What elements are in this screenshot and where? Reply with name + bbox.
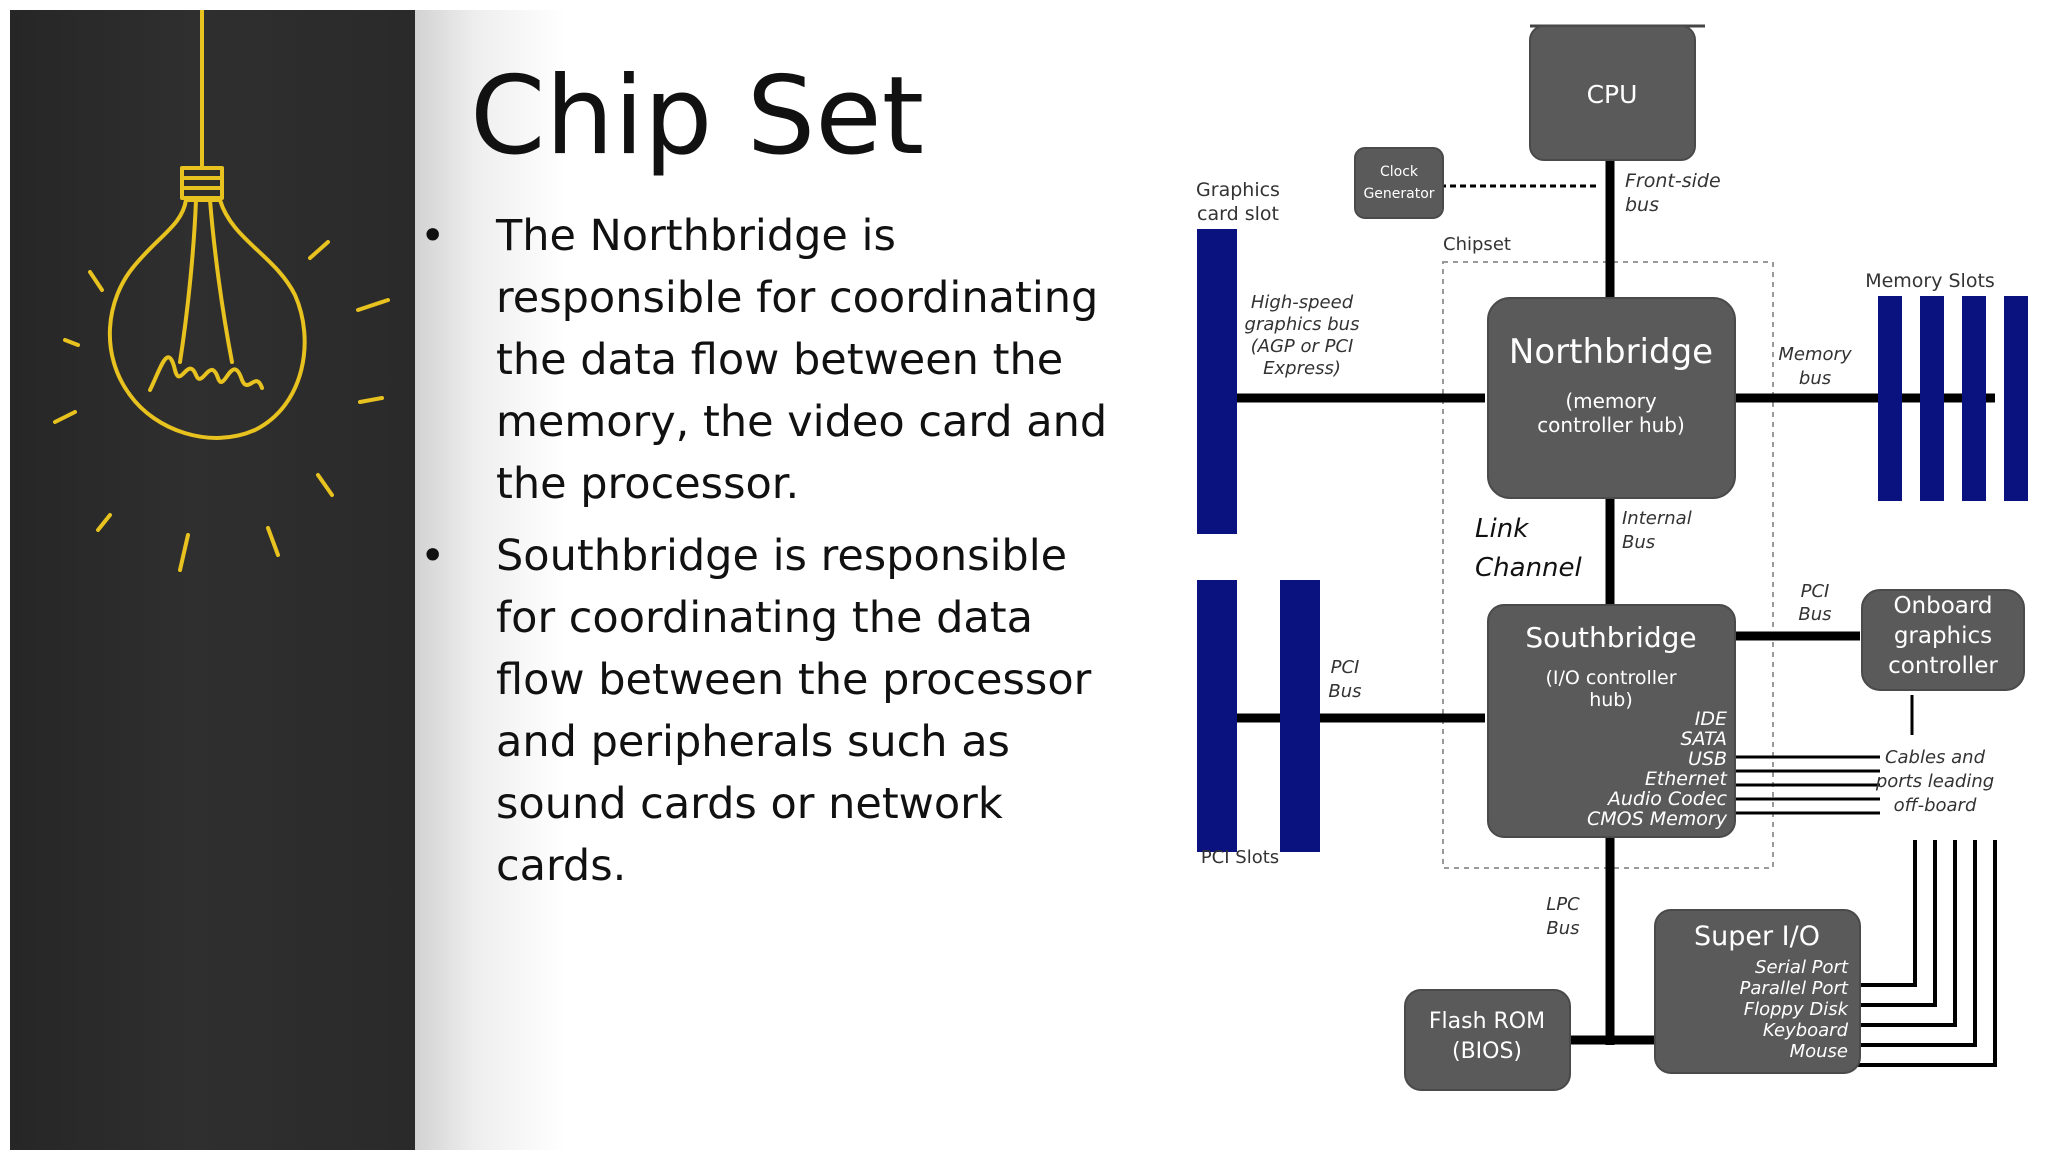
- onboard-label: controller: [1888, 653, 1998, 679]
- graphics-bus-label: High-speed: [1251, 292, 1354, 313]
- memory-bus-label: bus: [1799, 368, 1831, 389]
- internal-bus-label: Internal: [1622, 508, 1692, 529]
- northbridge-sub: controller hub): [1537, 413, 1685, 437]
- memory-slot: [2004, 296, 2028, 501]
- clock-label: Generator: [1363, 186, 1434, 202]
- cables-label: Cables and: [1885, 747, 1986, 768]
- graphics-card-slot: [1197, 229, 1237, 534]
- pci-bus-right-label: PCI: [1801, 581, 1830, 602]
- cables-label: ports leading: [1875, 771, 1994, 792]
- graphics-bus-labels: High-speed graphics bus (AGP or PCI Expr…: [1245, 292, 1360, 379]
- superio-port-list: Serial Port Parallel Port Floppy Disk Ke…: [1740, 957, 1850, 1062]
- pci-slot: [1280, 580, 1320, 852]
- graphics-bus-label: graphics bus: [1245, 314, 1360, 335]
- bullet-item: • Southbridge is responsible for coordin…: [420, 525, 1120, 897]
- bulb-ray: [316, 473, 334, 497]
- northbridge-box: [1487, 297, 1736, 499]
- memory-slot: [1920, 296, 1944, 501]
- onboard-label: graphics: [1894, 623, 1992, 649]
- pci-slot: [1197, 580, 1237, 852]
- graphics-bus-label: (AGP or PCI: [1251, 336, 1354, 357]
- bullet-list: • The Northbridge is responsible for coo…: [420, 205, 1120, 907]
- lpc-bus-label: LPC: [1546, 894, 1580, 915]
- superio-box: [1654, 909, 1861, 1074]
- link-channel-label: Link: [1475, 514, 1529, 544]
- graphics-bus-label: Express): [1263, 358, 1341, 379]
- front-side-bus-label: Front-side: [1625, 170, 1721, 192]
- internal-bus-label: Bus: [1622, 532, 1655, 553]
- bullet-item: • The Northbridge is responsible for coo…: [420, 205, 1120, 515]
- bulb-socket: [180, 166, 224, 200]
- lightbulb-icon: [53, 10, 390, 572]
- bulb-ray: [53, 410, 77, 424]
- superio-port: Keyboard: [1763, 1020, 1849, 1041]
- graphics-slot-label: Graphics: [1196, 179, 1280, 201]
- front-side-bus-label: bus: [1625, 194, 1659, 216]
- southbridge-cables: [1735, 755, 1880, 815]
- bulb-ray: [88, 270, 104, 292]
- southbridge-port: Audio Codec: [1606, 788, 1728, 810]
- southbridge-port: CMOS Memory: [1587, 808, 1728, 830]
- bulb-stems: [178, 198, 234, 364]
- superio-port: Serial Port: [1755, 957, 1849, 978]
- southbridge-sub: hub): [1589, 689, 1633, 711]
- northbridge-sub: (memory: [1565, 389, 1657, 413]
- link-channel-label: Channel: [1475, 553, 1583, 583]
- superio-cables: [1858, 840, 1997, 1067]
- memory-slots-label: Memory Slots: [1865, 270, 1995, 292]
- southbridge-port-list: IDE SATA USB Ethernet Audio Codec CMOS M…: [1587, 708, 1729, 830]
- southbridge-title: Southbridge: [1525, 621, 1696, 654]
- graphics-slot-label: card slot: [1197, 203, 1279, 225]
- panel-shadow: [415, 10, 565, 1150]
- southbridge-port: IDE: [1695, 708, 1727, 730]
- bulb-ray: [356, 298, 390, 312]
- southbridge-sub: (I/O controller: [1545, 667, 1676, 689]
- bulb-ray: [178, 533, 190, 572]
- bulb-glass: [107, 198, 307, 440]
- clock-label: Clock: [1380, 164, 1419, 180]
- onboard-graphics-box: [1861, 589, 2025, 691]
- cables-labels: Cables and ports leading off-board: [1875, 747, 1994, 816]
- onboard-label: Onboard: [1893, 593, 1992, 619]
- northbridge-title: Northbridge: [1509, 332, 1713, 372]
- memory-slot: [1962, 296, 1986, 501]
- southbridge-port: Ethernet: [1645, 768, 1729, 790]
- clock-generator-box: [1354, 147, 1444, 219]
- chalkboard-panel: [10, 10, 415, 1150]
- bulb-filament: [148, 355, 264, 392]
- pci-slots-label: PCI Slots: [1201, 847, 1279, 868]
- superio-title: Super I/O: [1694, 921, 1820, 952]
- chipset-label: Chipset: [1443, 234, 1511, 255]
- bullet-text: The Northbridge is responsible for coord…: [496, 211, 1108, 509]
- bulb-ray: [63, 338, 80, 347]
- cables-label: off-board: [1894, 795, 1977, 816]
- bullet-text: Southbridge is responsible for coordinat…: [496, 531, 1092, 891]
- superio-port: Parallel Port: [1740, 978, 1849, 999]
- bulb-ray: [358, 396, 384, 404]
- memory-bus-label: Memory: [1778, 344, 1852, 365]
- bulb-ray: [266, 526, 280, 557]
- bulb-ray: [308, 240, 330, 260]
- slide-title: Chip Set: [470, 54, 925, 179]
- cpu-box: [1529, 25, 1696, 161]
- pci-bus-right-label: Bus: [1798, 604, 1831, 625]
- pci-bus-left-label: PCI: [1331, 657, 1360, 678]
- memory-slot: [1878, 296, 1902, 501]
- cpu-label: CPU: [1587, 80, 1638, 109]
- superio-port: Floppy Disk: [1744, 999, 1850, 1020]
- flash-rom-label: Flash ROM: [1429, 1009, 1545, 1034]
- flash-rom-label: (BIOS): [1452, 1039, 1522, 1064]
- bulb-ray: [96, 513, 112, 532]
- southbridge-port: USB: [1688, 748, 1727, 770]
- pci-bus-left-label: Bus: [1328, 681, 1361, 702]
- southbridge-box: [1487, 604, 1736, 838]
- flash-rom-box: [1404, 989, 1571, 1091]
- southbridge-port: SATA: [1680, 728, 1727, 750]
- superio-port: Mouse: [1790, 1041, 1848, 1062]
- lpc-bus-label: Bus: [1546, 918, 1579, 939]
